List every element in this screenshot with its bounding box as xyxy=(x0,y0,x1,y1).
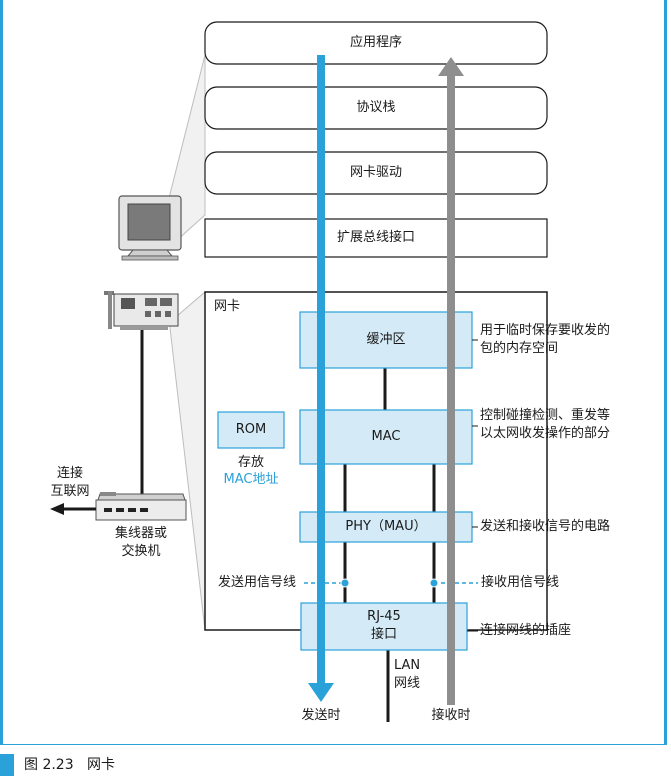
app-layer-box xyxy=(204,21,548,65)
bus-box xyxy=(204,218,548,258)
mac-label: MAC xyxy=(371,429,401,444)
buffer-label: 缓冲区 xyxy=(366,332,406,347)
internet-label-line1: 连接 xyxy=(56,466,83,481)
send-arrow-label: 发送时 xyxy=(301,708,341,723)
card-perspective xyxy=(169,290,206,631)
rj45-box xyxy=(300,602,468,651)
figure-frame xyxy=(0,0,667,745)
rj45-label-line2: 接口 xyxy=(370,627,397,642)
stack-layer-label: 协议栈 xyxy=(356,100,396,115)
mac-desc-line2: 以太网收发操作的部分 xyxy=(480,426,611,441)
internet-arrow-head xyxy=(50,503,64,515)
recv-arrow-head xyxy=(438,57,464,76)
driver-layer-label: 网卡驱动 xyxy=(349,165,402,180)
phy-box xyxy=(299,511,473,543)
rom-box xyxy=(217,411,285,449)
send-signal-label: 发送用信号线 xyxy=(218,575,297,590)
computer-monitor-icon xyxy=(118,195,182,261)
hub-switch-icon xyxy=(95,492,187,521)
hub-label-line2: 交换机 xyxy=(121,544,161,559)
mac-desc-line1: 控制碰撞检测、重发等 xyxy=(480,408,611,423)
rj45-desc: 连接网线的插座 xyxy=(480,623,572,638)
send-signal-dot xyxy=(340,578,350,588)
app-layer-label: 应用程序 xyxy=(349,35,402,50)
recv-signal-dot xyxy=(429,578,439,588)
buffer-box xyxy=(299,311,473,369)
rom-desc-line1: 存放 xyxy=(237,455,264,470)
stack-layer-box xyxy=(204,86,548,130)
send-arrow-head xyxy=(308,683,334,702)
lan-label-line2: 网线 xyxy=(394,676,421,691)
recv-arrow-label: 接收时 xyxy=(431,708,471,723)
buffer-desc-line1: 用于临时保存要收发的 xyxy=(480,323,611,338)
internet-label-line2: 互联网 xyxy=(50,484,90,499)
lan-label-line1: LAN xyxy=(394,658,421,673)
caption-accent-bar xyxy=(0,754,14,776)
rj45-label-line1: RJ-45 xyxy=(367,609,401,624)
caption-number: 图 2.23 xyxy=(24,757,74,773)
mac-box xyxy=(299,409,473,465)
recv-signal-label: 接收用信号线 xyxy=(481,575,560,590)
nic-title: 网卡 xyxy=(214,299,241,314)
caption-title: 网卡 xyxy=(86,757,115,773)
phy-label: PHY（MAU） xyxy=(345,519,427,534)
figure-caption: 图 2.23 网卡 xyxy=(0,754,671,776)
driver-layer-box xyxy=(204,151,548,195)
hub-label-line1: 集线器或 xyxy=(114,526,167,541)
network-card-diagram xyxy=(50,21,548,722)
bus-label: 扩展总线接口 xyxy=(336,230,415,245)
phy-desc: 发送和接收信号的电路 xyxy=(480,519,611,534)
rom-desc-line2: MAC地址 xyxy=(223,472,279,487)
network-card-icon xyxy=(104,291,179,330)
buffer-desc-line2: 包的内存空间 xyxy=(480,341,559,356)
rom-label: ROM xyxy=(235,422,267,437)
